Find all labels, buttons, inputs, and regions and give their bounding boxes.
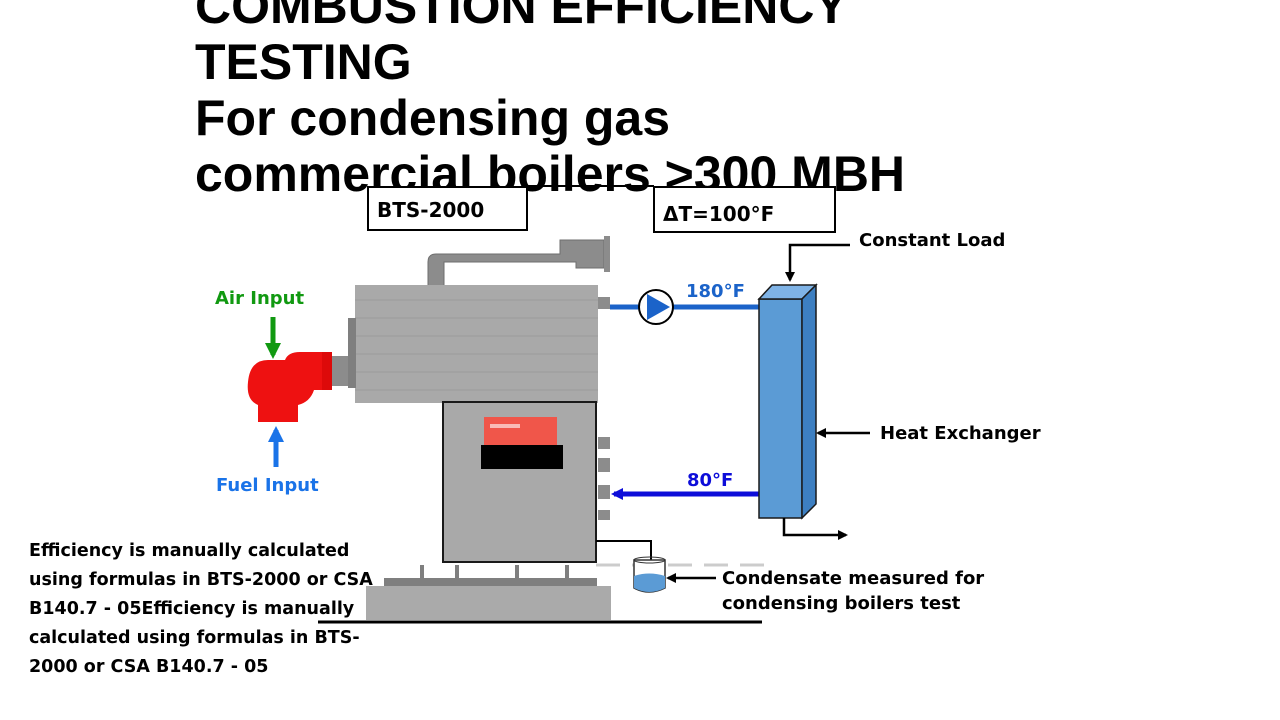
- slide-title: COMBUSTION EFFICIENCY TESTING For conden…: [195, 0, 1095, 202]
- delta-t-box: ΔT=100°F: [653, 186, 836, 233]
- pump-icon: [638, 289, 674, 325]
- constant-load-label: Constant Load: [859, 230, 1006, 251]
- title-line-3: For condensing gas: [195, 90, 671, 146]
- constant-load-arrow: [785, 243, 850, 282]
- bts-2000-box: BTS-2000: [367, 186, 528, 231]
- condensate-label-line-2: condensing boilers test: [722, 593, 961, 614]
- condensate-label-line-1: Condensate measured for: [722, 568, 985, 589]
- fuel-input-label: Fuel Input: [216, 475, 319, 496]
- supply-temp-label: 180°F: [686, 281, 745, 302]
- title-line-1: COMBUSTION EFFICIENCY: [195, 0, 848, 34]
- return-temp-label: 80°F: [687, 470, 734, 491]
- boiler-icon: [348, 285, 610, 563]
- air-input-label: Air Input: [215, 288, 305, 309]
- base-rail: [384, 578, 597, 586]
- exchanger-outlet-arrow: [782, 518, 848, 540]
- title-line-4: commercial boilers >300 MBH: [195, 146, 906, 202]
- boiler-base: [366, 586, 611, 620]
- flue-pipe: [427, 239, 605, 287]
- efficiency-note: Efficiency is manually calculated using …: [29, 541, 373, 677]
- burner-icon: [247, 352, 348, 422]
- heat-exchanger-icon: [757, 283, 818, 520]
- condensate-drain-line: [596, 540, 652, 560]
- heat-exchanger-label: Heat Exchanger: [880, 423, 1041, 444]
- title-line-2: TESTING: [195, 34, 412, 90]
- condensate-cup-icon: [633, 556, 666, 593]
